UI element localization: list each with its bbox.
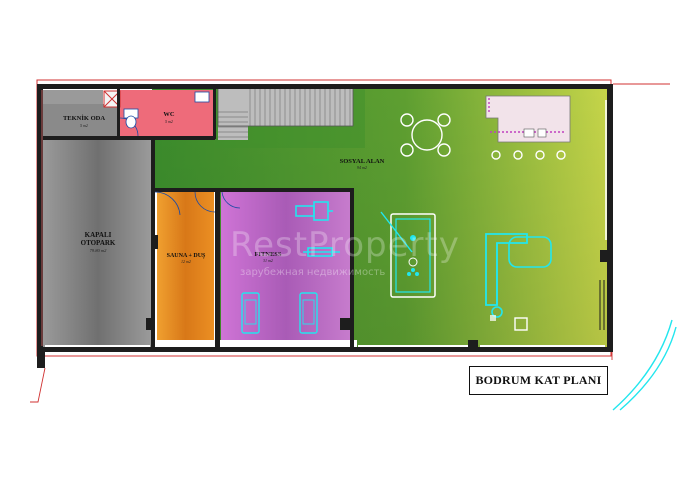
fitness-equipment	[241, 201, 340, 334]
room-label-kapali-otopark-1: KAPALI	[85, 231, 112, 239]
room-area-teknik-oda: 5 m2	[80, 123, 88, 128]
room-area-kapali-otopark: 79.80 m2	[90, 248, 107, 253]
room-kapali-otopark	[43, 140, 153, 350]
walls	[37, 84, 613, 368]
door-swings	[119, 117, 241, 216]
entrance-door-arcs	[612, 319, 677, 411]
sofa-set	[485, 233, 552, 331]
room-label-teknik-oda: TEKNİK ODA	[63, 115, 105, 122]
watermark: RestProperty	[230, 225, 460, 265]
room-sauna-dus	[157, 192, 214, 340]
round-table	[400, 113, 451, 157]
room-label-sauna-dus: SAUNA + DUŞ	[167, 253, 206, 259]
room-label-wc: WC	[163, 111, 175, 118]
site-lines	[30, 83, 670, 403]
room-label-kapali-otopark-2: OTOPARK	[81, 239, 116, 247]
staircase	[217, 87, 354, 140]
room-area-sosyal-alan: 94 m2	[357, 165, 367, 170]
watermark-subtitle: зарубежная недвижимость	[240, 267, 386, 278]
windows	[41, 90, 607, 347]
room-label-sosyal-alan: SOSYAL ALAN	[340, 158, 385, 165]
drawing-title: BODRUM KAT PLANI	[469, 366, 608, 395]
wc-fixtures	[123, 91, 210, 129]
room-area-wc: 5 m2	[165, 119, 173, 124]
room-area-sauna-dus: 12 m2	[181, 259, 191, 264]
room-area-fitness: 31 m2	[263, 258, 273, 263]
kitchen-counter	[485, 95, 571, 160]
room-fitness	[221, 192, 351, 340]
room-teknik-oda	[43, 104, 118, 138]
room-label-fitness: FITNESS	[254, 251, 281, 258]
billiard-table	[380, 211, 436, 298]
